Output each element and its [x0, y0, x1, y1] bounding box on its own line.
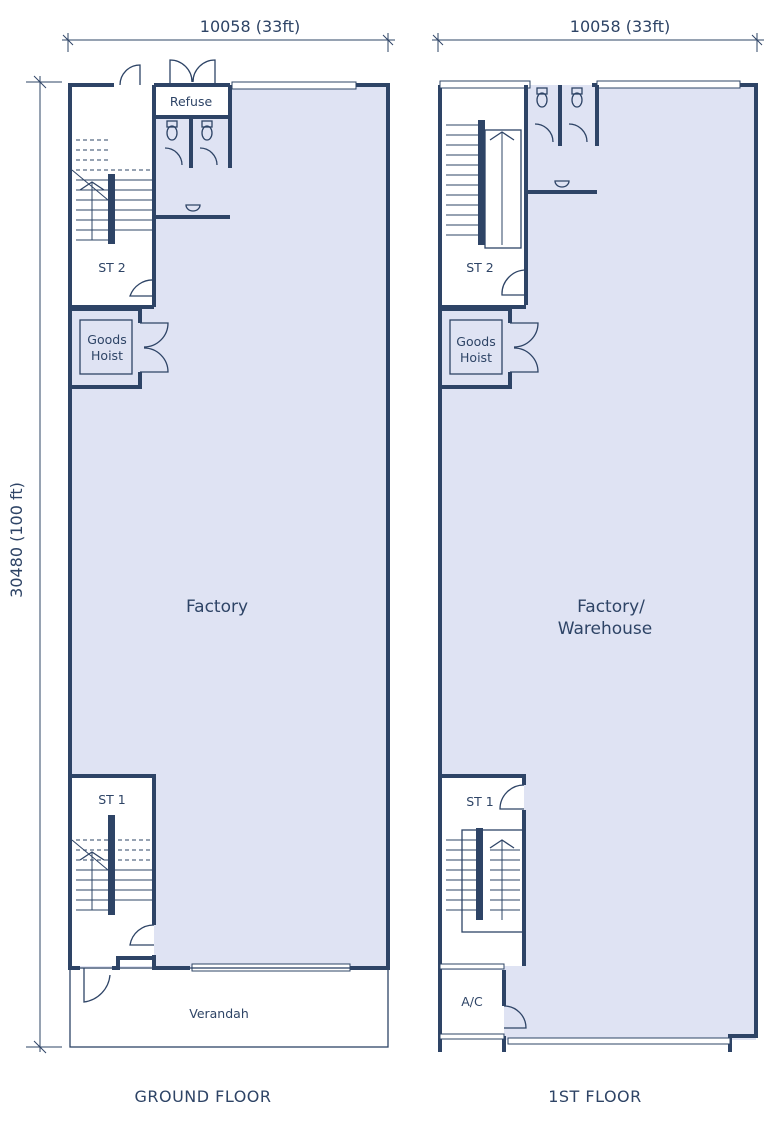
first-stair2-label: ST 2	[466, 260, 494, 275]
depth-dimension: 30480 (100 ft)	[7, 75, 62, 1054]
first-width-dimension: 10058 (33ft)	[432, 17, 764, 52]
first-width-label: 10058 (33ft)	[570, 17, 670, 36]
refuse-label: Refuse	[170, 94, 213, 109]
first-hoist-label-1: Goods	[456, 334, 495, 349]
first-factory-label-2: Warehouse	[558, 619, 652, 639]
verandah-label: Verandah	[189, 1006, 249, 1021]
hoist-door-icon	[140, 322, 169, 373]
first-basin-icon	[554, 180, 570, 188]
ground-stair1-label: ST 1	[98, 792, 126, 807]
ground-hoist-label-1: Goods	[87, 332, 126, 347]
ground-floor-plan: Refuse	[68, 59, 390, 1048]
first-hoist-label-2: Hoist	[460, 350, 492, 365]
depth-label: 30480 (100 ft)	[7, 482, 26, 598]
stair2-steps	[71, 139, 154, 244]
first-hoist-door-icon	[510, 322, 539, 373]
first-floor-title: 1ST FLOOR	[548, 1087, 642, 1106]
ground-width-dimension: 10058 (33ft)	[62, 17, 395, 52]
stair1-steps	[71, 815, 154, 915]
first-stair2-steps	[446, 120, 522, 249]
ground-hoist-label-2: Hoist	[91, 348, 123, 363]
ground-factory-label: Factory	[186, 597, 248, 617]
ground-width-label: 10058 (33ft)	[200, 17, 300, 36]
rear-door-icon	[119, 59, 216, 86]
wc-icon	[166, 120, 213, 141]
first-stair1-steps	[446, 828, 525, 933]
first-floor-plan: ST 2 Goods Hoist Factory/ Warehouse ST 1	[438, 80, 758, 1052]
first-wc-icon	[536, 87, 583, 108]
first-factory-label-1: Factory/	[577, 597, 645, 617]
ac-label: A/C	[461, 994, 483, 1009]
ground-floor-title: GROUND FLOOR	[134, 1087, 271, 1106]
first-stair1-label: ST 1	[466, 794, 494, 809]
basin-icon	[185, 204, 201, 212]
ground-stair2-label: ST 2	[98, 260, 126, 275]
